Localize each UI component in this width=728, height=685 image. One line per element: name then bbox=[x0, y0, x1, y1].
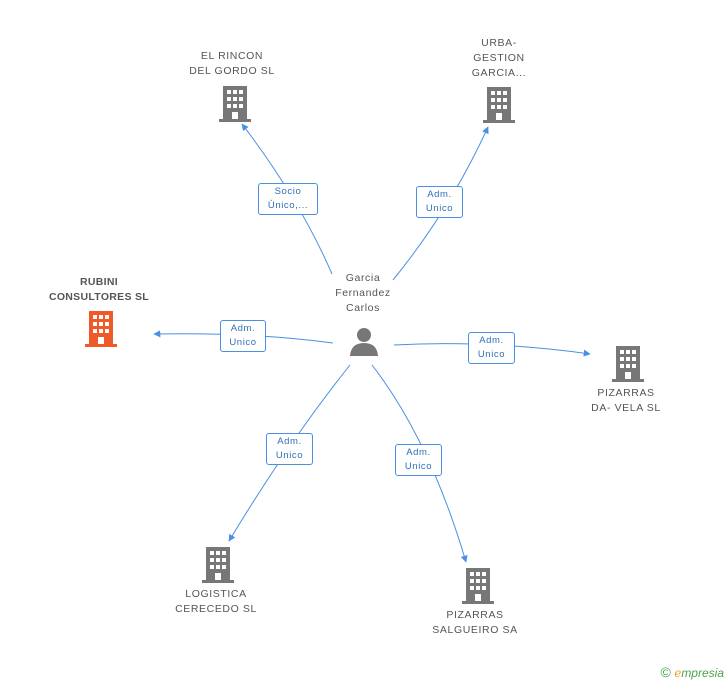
company-name[interactable]: PIZARRAS DA- VELA SL bbox=[591, 387, 661, 414]
brand-initial: e bbox=[674, 666, 682, 680]
building-icon bbox=[85, 311, 117, 347]
brand-name: mpresia bbox=[681, 666, 724, 680]
person-icon bbox=[350, 328, 378, 356]
relation-label-el-rincon[interactable]: Socio Único,... bbox=[258, 183, 318, 215]
company-name[interactable]: URBA- GESTION GARCIA... bbox=[471, 37, 527, 79]
relation-label-pizarras-davela[interactable]: Adm. Unico bbox=[468, 332, 515, 364]
company-name[interactable]: EL RINCON DEL GORDO SL bbox=[189, 50, 275, 77]
company-name[interactable]: PIZARRAS SALGUEIRO SA bbox=[432, 609, 518, 636]
empresia-brand[interactable]: © empresia bbox=[661, 664, 724, 680]
relation-label-pizarras-salgueiro[interactable]: Adm. Unico bbox=[395, 444, 442, 476]
copyright-symbol: © bbox=[660, 664, 671, 680]
building-icon bbox=[462, 568, 494, 604]
company-name[interactable]: LOGISTICA CERECEDO SL bbox=[175, 588, 257, 615]
company-name[interactable]: RUBINI CONSULTORES SL bbox=[48, 276, 150, 303]
building-icon bbox=[202, 547, 234, 583]
building-icon bbox=[612, 346, 644, 382]
relation-label-logistica[interactable]: Adm. Unico bbox=[266, 433, 313, 465]
building-icon bbox=[483, 87, 515, 123]
relation-label-rubini[interactable]: Adm. Unico bbox=[220, 320, 266, 352]
building-icon bbox=[219, 86, 251, 122]
relation-label-urba-gestion[interactable]: Adm. Unico bbox=[416, 186, 463, 218]
person-name[interactable]: Garcia Fernandez Carlos bbox=[335, 272, 391, 314]
